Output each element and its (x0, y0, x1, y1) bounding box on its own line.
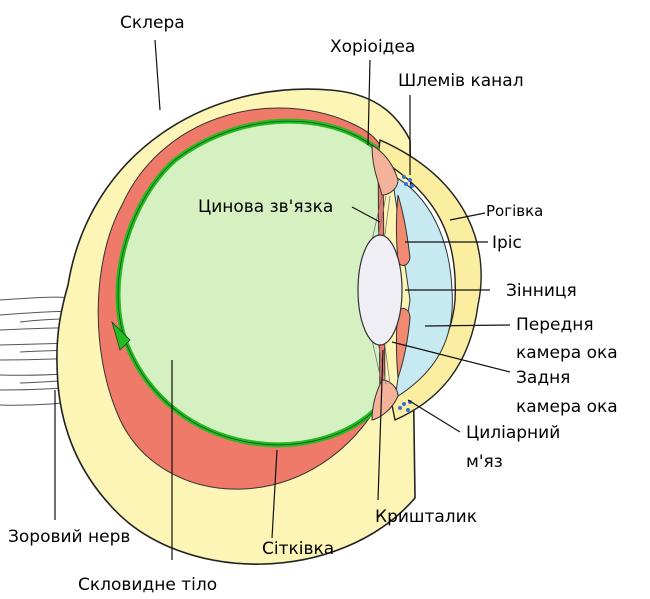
ciliary-body-lower (371, 379, 399, 421)
lens (357, 234, 403, 346)
label-vitreous-body: Скловидне тіло (78, 575, 217, 595)
label-ciliary-muscle-2: м'яз (466, 452, 503, 472)
optic-disc (111, 320, 131, 351)
cornea (377, 138, 482, 421)
label-sclera: Склера (120, 13, 185, 33)
label-anterior-chamber-2: камера ока (516, 343, 618, 363)
label-pupil: Зінниця (506, 281, 577, 301)
label-choroid: Хоріоідеа (330, 37, 415, 57)
label-cornea: Рогівка (486, 202, 543, 220)
label-zonule: Цинова зв'язка (198, 197, 333, 217)
retina-outline (117, 120, 381, 446)
iris-upper (396, 194, 411, 266)
iris-lower (396, 307, 411, 379)
label-iris: Іріс (492, 233, 522, 253)
label-anterior-chamber-1: Передня (516, 315, 594, 335)
label-schlemm-canal: Шлемів канал (398, 71, 524, 91)
label-lens: Кришталик (375, 507, 477, 527)
label-ciliary-muscle-1: Циліарний (466, 423, 560, 443)
schlemm-canal-dots (398, 175, 414, 412)
leader-lines (54, 39, 511, 560)
label-posterior-chamber-2: камера ока (516, 397, 618, 417)
ciliary-body-upper (371, 144, 399, 196)
label-optic-nerve: Зоровий нерв (8, 527, 130, 547)
label-posterior-chamber-1: Задня (516, 368, 570, 388)
label-retina: Сітківка (262, 539, 334, 559)
